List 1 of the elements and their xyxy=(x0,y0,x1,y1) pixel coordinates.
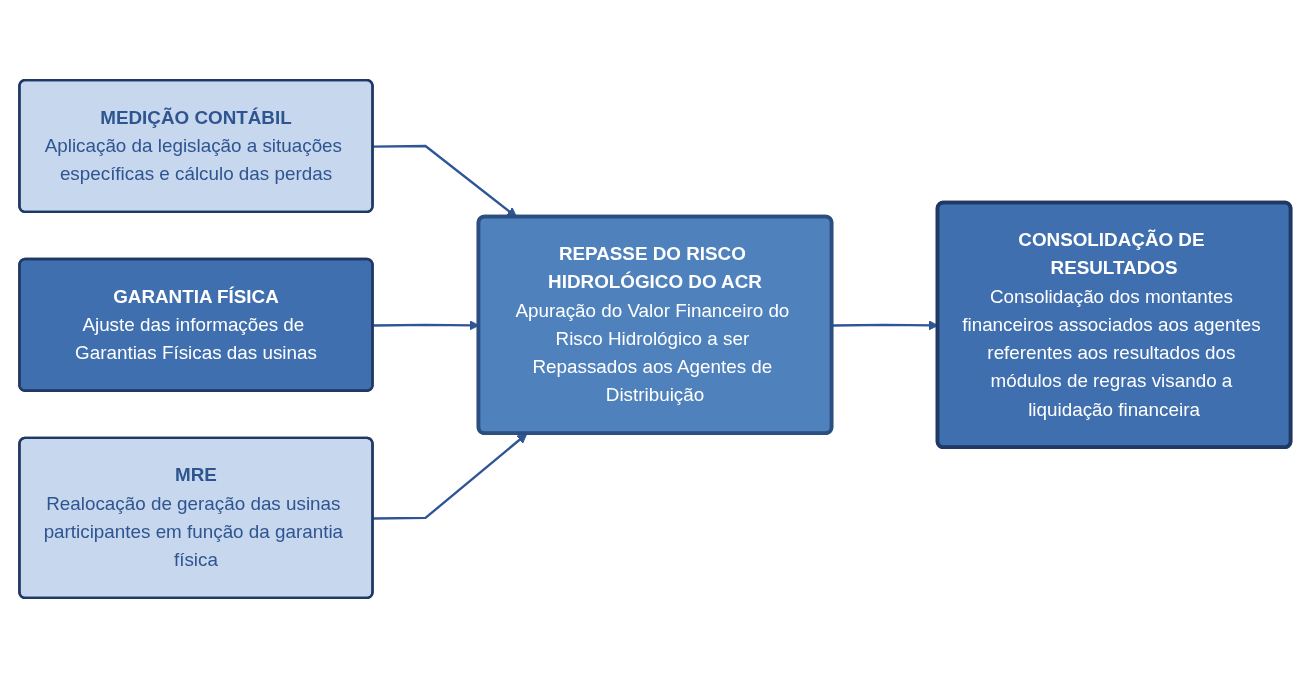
arrow xyxy=(373,433,528,520)
